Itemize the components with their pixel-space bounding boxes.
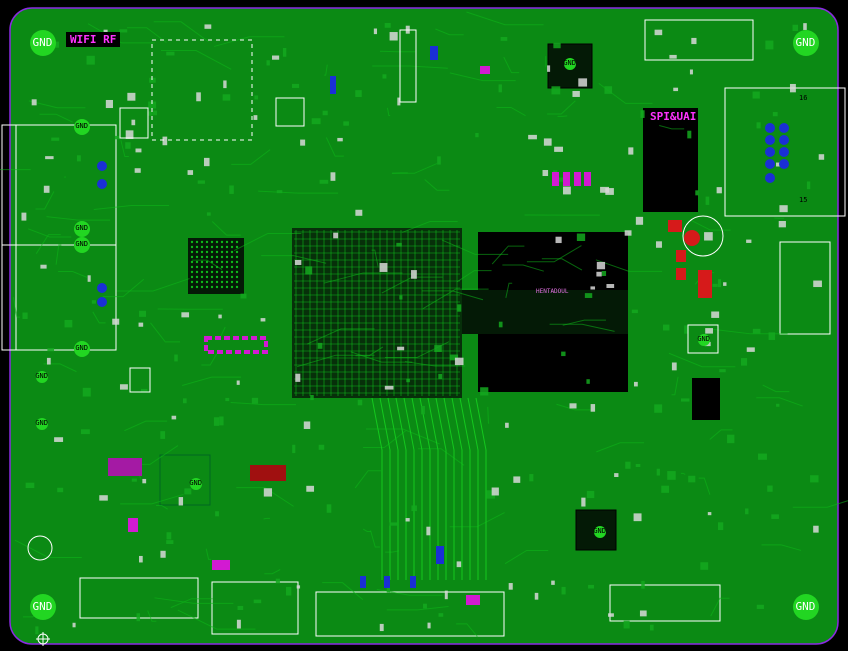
gnd-mounting-hole [698, 334, 710, 346]
white-components [27, 29, 719, 561]
header-bottom-right [609, 584, 721, 622]
gnd-mounting-hole [30, 594, 56, 620]
gnd-mounting-hole [74, 341, 90, 357]
red-components [108, 215, 724, 481]
blue-pads [97, 46, 789, 588]
gnd-label: GND [189, 479, 202, 488]
usb-outline [779, 241, 831, 335]
gnd-mounting-hole [74, 221, 90, 237]
qfn-left [159, 454, 211, 506]
gnd-mounting-hole [793, 594, 819, 620]
main-soc-bga [292, 228, 462, 398]
ddr-chip-bottom-right [478, 332, 628, 392]
gnd-mounting-hole [74, 119, 90, 135]
gnd-mounting-hole [564, 58, 576, 70]
ddr-label: HENTADOUL [536, 288, 569, 295]
gnd-label: GND [75, 224, 88, 233]
gnd-mounting-hole [36, 418, 48, 430]
conn-bottom-left [211, 581, 299, 635]
gnd-mounting-hole [36, 371, 48, 383]
gnd-label: GND [795, 599, 816, 613]
rj45-pin16-label: 16 [799, 94, 808, 102]
gnd-label: GND [32, 35, 53, 49]
gnd-mounting-hole [594, 526, 606, 538]
gnd-label: GND [35, 419, 48, 428]
gnd-label: GND [593, 527, 606, 536]
gnd-label: GND [75, 344, 88, 353]
gnd-label: GND [75, 122, 88, 131]
gnd-mounting-hole [190, 478, 202, 490]
wifi-rf-label: WIFI RF [66, 32, 121, 47]
spi-uart-label: SPI&UAI [650, 110, 697, 123]
rj45-pin15-label: 15 [799, 196, 808, 204]
black-ic-small [692, 378, 720, 420]
origin-marker [36, 632, 50, 646]
gnd-label: GND [35, 372, 48, 381]
rj45-outline [724, 87, 846, 217]
gnd-label: GND [563, 59, 576, 68]
ddr-chip-mid [462, 290, 628, 334]
gnd-label: GND [32, 599, 53, 613]
header-top-right [644, 19, 754, 61]
gnd-label: GND [795, 35, 816, 49]
gnd-label: GND [697, 335, 710, 344]
spi-uart-chip [643, 108, 698, 212]
magenta-pads [128, 66, 591, 605]
gnd-mounting-hole [74, 237, 90, 253]
gnd-mounting-hole [30, 30, 56, 56]
left-connector-bottom [1, 244, 117, 351]
gnd-mounting-hole [793, 30, 819, 56]
gnd-label: GND [75, 240, 88, 249]
conn-bottom-mid [315, 591, 505, 637]
